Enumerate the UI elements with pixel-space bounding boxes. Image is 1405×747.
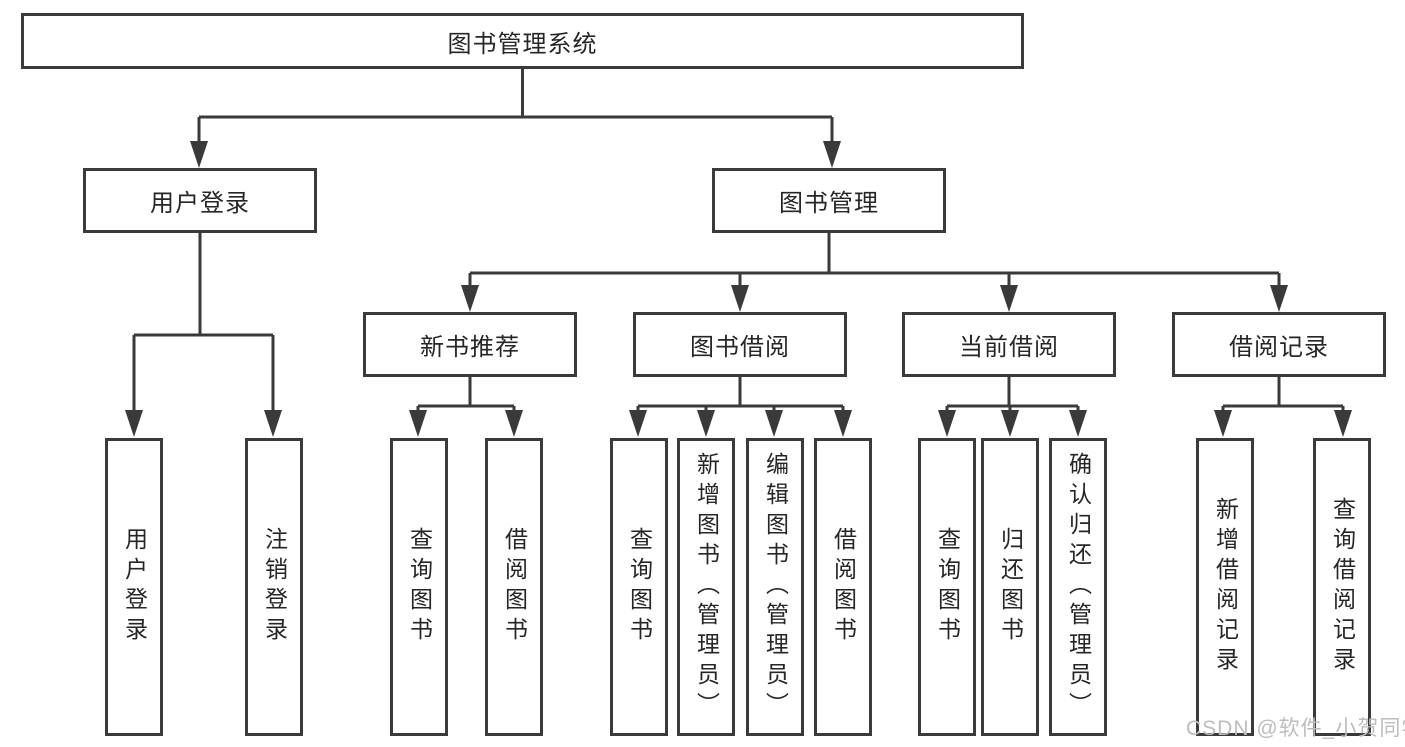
arrowhead-icon [264, 410, 282, 437]
node-label: 查询图书 [406, 527, 433, 647]
arrowhead-icon [731, 285, 749, 312]
node-label: 用户登录 [150, 190, 250, 217]
node-label: 借阅图书 [830, 527, 857, 647]
arrowhead-icon [1069, 410, 1087, 437]
arrowhead-icon [1214, 410, 1232, 437]
arrowhead-icon [190, 141, 208, 168]
arrowhead-icon [823, 141, 841, 168]
node-leaf-user-login: 用户登录 [105, 438, 163, 736]
node-label: 注销登录 [261, 527, 288, 647]
arrowhead-icon [1000, 285, 1018, 312]
arrowhead-icon [938, 410, 956, 437]
node-label: 查询借阅记录 [1329, 497, 1356, 677]
arrowhead-icon [461, 285, 479, 312]
node-label: 当前借阅 [959, 334, 1059, 361]
arrowhead-icon [629, 410, 647, 437]
node-label: 用户登录 [121, 527, 148, 647]
node-label: 新增图书（管理员） [693, 452, 720, 722]
node-leaf-logout: 注销登录 [245, 438, 303, 736]
node-current-borrowing: 当前借阅 [902, 312, 1116, 377]
arrowhead-icon [697, 410, 715, 437]
node-label: 图书管理 [779, 190, 879, 217]
node-leaf-add-borrow-record: 新增借阅记录 [1196, 438, 1254, 736]
node-label: 确认归还（管理员） [1065, 452, 1092, 722]
arrowhead-icon [1270, 285, 1288, 312]
node-leaf-edit-books-admin: 编辑图书（管理员） [746, 438, 804, 736]
node-book-management: 图书管理 [712, 168, 946, 233]
node-leaf-query-books-current: 查询图书 [918, 438, 976, 736]
arrowhead-icon [409, 410, 427, 437]
node-label: 编辑图书（管理员） [762, 452, 789, 722]
arrowhead-icon [1334, 410, 1352, 437]
node-leaf-query-books-borrow: 查询图书 [610, 438, 668, 736]
node-label: 借阅记录 [1229, 334, 1329, 361]
node-new-book-recommendation: 新书推荐 [363, 312, 577, 377]
node-label: 新书推荐 [420, 334, 520, 361]
node-label: 归还图书 [997, 527, 1024, 647]
arrowhead-icon [505, 410, 523, 437]
csdn-watermark: CSDN @软件_小贺同学 [1186, 717, 1405, 740]
node-book-borrowing: 图书借阅 [633, 312, 847, 377]
arrowhead-icon [834, 410, 852, 437]
node-leaf-confirm-return-admin: 确认归还（管理员） [1049, 438, 1107, 736]
arrowhead-icon [125, 410, 143, 437]
node-borrowing-records: 借阅记录 [1172, 312, 1386, 377]
node-leaf-add-books-admin: 新增图书（管理员） [677, 438, 735, 736]
node-leaf-borrow-books: 借阅图书 [814, 438, 872, 736]
node-library-management-system: 图书管理系统 [21, 13, 1024, 69]
node-label: 图书借阅 [690, 334, 790, 361]
arrowhead-icon [1001, 410, 1019, 437]
node-label: 借阅图书 [501, 527, 528, 647]
node-leaf-return-books: 归还图书 [981, 438, 1039, 736]
node-leaf-borrow-books-recommend: 借阅图书 [485, 438, 543, 736]
arrowhead-icon [765, 410, 783, 437]
node-label: 图书管理系统 [447, 30, 598, 58]
node-label: 新增借阅记录 [1212, 497, 1239, 677]
node-label: 查询图书 [934, 527, 961, 647]
node-label: 查询图书 [626, 527, 653, 647]
node-leaf-query-borrow-record: 查询借阅记录 [1313, 438, 1371, 736]
node-leaf-query-books-recommend: 查询图书 [390, 438, 448, 736]
node-user-login: 用户登录 [83, 168, 317, 233]
